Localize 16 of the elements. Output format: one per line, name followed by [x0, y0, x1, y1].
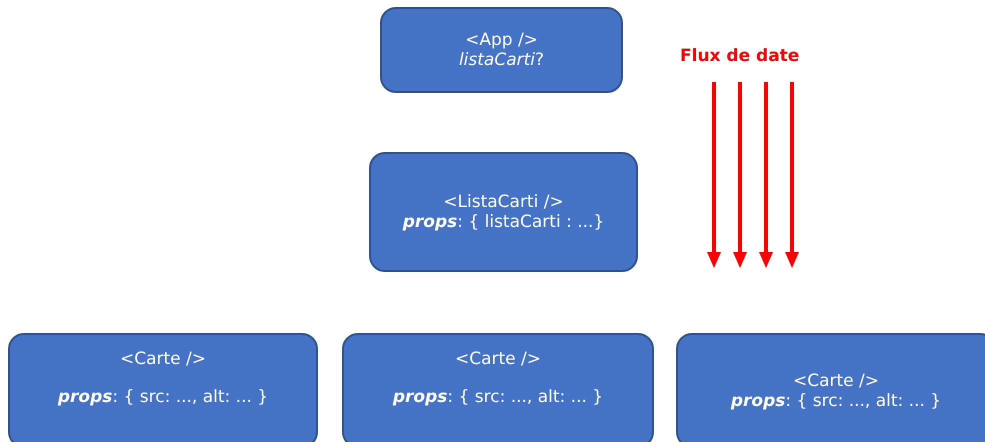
component-name: <App />: [465, 30, 538, 50]
component-name: <Carte />: [454, 349, 542, 369]
component-box: [380, 7, 623, 93]
flow-caption: Flux de date: [680, 46, 800, 66]
component-box: [369, 152, 638, 272]
component-props: props: { src: ..., alt: ... }: [58, 387, 268, 407]
component-box: [676, 333, 985, 442]
component-props: props: { src: ..., alt: ... }: [730, 390, 942, 410]
component-props: props: { listaCarti : ...}: [402, 212, 604, 232]
component-box: [8, 333, 318, 442]
component-props: props: { src: ..., alt: ... }: [392, 387, 604, 407]
component-name: <Carte />: [120, 349, 206, 369]
component-box: [342, 333, 654, 442]
component-name: <ListaCarti />: [443, 192, 564, 212]
component-props: listaCarti?: [458, 50, 544, 70]
component-name: <Carte />: [792, 370, 880, 390]
